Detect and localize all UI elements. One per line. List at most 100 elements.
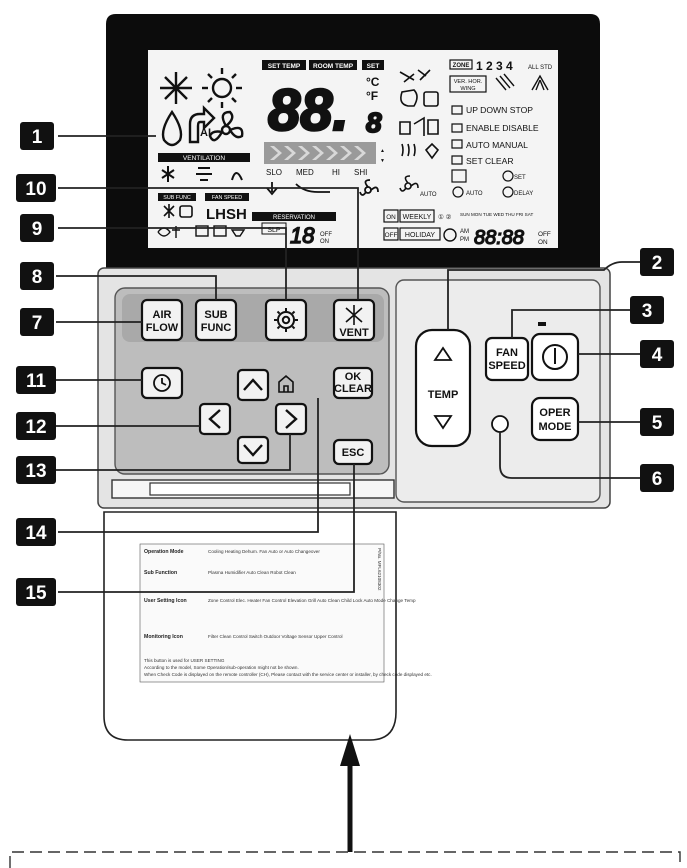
chevron-right-icon bbox=[285, 409, 298, 429]
callout-14: 14 bbox=[16, 518, 56, 546]
settings-button[interactable] bbox=[264, 298, 308, 342]
lcd-display: AI VENTILATION SET TEMP ROOM TEMP SET 88… bbox=[148, 50, 558, 250]
callout-13: 13 bbox=[16, 456, 56, 484]
air-flow-label-2: FLOW bbox=[146, 322, 179, 334]
clock-icon bbox=[443, 228, 457, 242]
pm-label: PM bbox=[460, 237, 469, 243]
temp-rocker-button[interactable] bbox=[414, 328, 472, 448]
timer-button[interactable] bbox=[140, 366, 184, 400]
callout-11: 11 bbox=[16, 366, 56, 394]
card-note-1: This button is used for USER SETTING bbox=[144, 658, 225, 663]
unit-celsius: °C bbox=[366, 75, 380, 89]
fan-speed-label-1: FAN bbox=[496, 347, 518, 359]
fan-speed-tag: FAN SPEED bbox=[212, 195, 242, 201]
tab-set: SET bbox=[367, 63, 380, 70]
up-arrow-button[interactable] bbox=[236, 368, 270, 402]
oper-mode-button[interactable]: OPER MODE bbox=[530, 396, 580, 442]
tab-set-temp: SET TEMP bbox=[268, 63, 301, 70]
sub-func-button[interactable]: SUB FUNC bbox=[194, 298, 238, 342]
dry-mode-icon bbox=[161, 109, 183, 147]
lhsh-label: LHSH bbox=[206, 206, 247, 223]
clock-off-label: OFF bbox=[538, 231, 551, 238]
callout-7: 7 bbox=[20, 308, 54, 336]
fan-speed-bar: ▲ ▼ bbox=[264, 142, 385, 164]
fan-speed-label-2: SPEED bbox=[488, 360, 525, 372]
triangle-down-icon bbox=[433, 415, 453, 430]
esc-button[interactable]: ESC bbox=[332, 438, 374, 466]
timer-mode-icons bbox=[451, 169, 514, 198]
ok-clear-button[interactable]: OK CLEAR bbox=[332, 366, 374, 400]
callout-6-num: 6 bbox=[652, 469, 663, 490]
fan-mode-icon bbox=[208, 110, 244, 142]
chevron-up-icon bbox=[243, 378, 263, 391]
callout-8-num: 8 bbox=[32, 267, 43, 288]
callout-1: 1 bbox=[20, 122, 54, 150]
zone-numbers: 1 2 3 4 bbox=[476, 59, 513, 73]
down-arrow-button[interactable] bbox=[236, 435, 270, 465]
callout-1-num: 1 bbox=[32, 127, 43, 148]
tab-room-temp: ROOM TEMP bbox=[313, 63, 354, 70]
reset-button[interactable] bbox=[491, 415, 509, 433]
sub-func-label-2: FUNC bbox=[201, 322, 232, 334]
card-row-4-items: Filter Clean Control Switch Outdoor Volt… bbox=[208, 634, 343, 639]
card-row-2-head: Sub Function bbox=[144, 570, 177, 576]
auto-manual-label: AUTO MANUAL bbox=[466, 140, 528, 150]
callout-5-num: 5 bbox=[652, 413, 663, 434]
right-arrow-button[interactable] bbox=[274, 402, 308, 436]
card-row-3-items: Zone Control Elec. Heater Fan Control El… bbox=[208, 598, 416, 603]
ai-label: AI bbox=[200, 127, 211, 139]
callout-13-num: 13 bbox=[25, 461, 46, 482]
reservation-off: OFF bbox=[320, 232, 332, 238]
right-icons bbox=[399, 69, 440, 192]
ok-label: OK bbox=[345, 371, 362, 383]
callout-8: 8 bbox=[20, 262, 54, 290]
reservation-on: ON bbox=[320, 239, 329, 245]
card-row-1-items: Cooling Heating Dehum. Fan Auto or Auto … bbox=[208, 549, 320, 554]
vent-label: VENT bbox=[339, 327, 369, 339]
left-arrow-button[interactable] bbox=[198, 402, 232, 436]
card-row-1-head: Operation Mode bbox=[144, 549, 184, 555]
chevron-down-icon bbox=[243, 444, 263, 457]
temp-down-button[interactable] bbox=[433, 415, 453, 430]
callout-12: 12 bbox=[16, 412, 56, 440]
ai-mode-icon bbox=[188, 105, 216, 144]
home-icon bbox=[278, 374, 294, 393]
auto-small-label: AUTO bbox=[466, 191, 483, 197]
fan-shi-label: SHI bbox=[354, 168, 367, 177]
ventilation-label: VENTILATION bbox=[183, 155, 225, 162]
power-button[interactable] bbox=[530, 322, 580, 382]
vent-button[interactable]: VENT bbox=[332, 298, 376, 342]
callout-2: 2 bbox=[640, 248, 674, 276]
card-note-3: When Check Code is displayed on the remo… bbox=[144, 672, 432, 677]
wing-label: WING bbox=[460, 86, 475, 92]
unit-fahrenheit: °F bbox=[366, 89, 378, 103]
cover-hinge bbox=[111, 479, 395, 499]
days-row: SUN MON TUE WED THU FRI SAT bbox=[460, 212, 533, 217]
all-std-label: ALL STD bbox=[528, 65, 553, 71]
instruction-card: Operation Mode Cooling Heating Dehum. Fa… bbox=[139, 543, 432, 683]
callout-4: 4 bbox=[640, 340, 674, 368]
holiday-label: HOLIDAY bbox=[405, 232, 436, 239]
callout-7-num: 7 bbox=[32, 313, 43, 334]
mode-icons bbox=[160, 68, 244, 147]
reservation-label: RESERVATION bbox=[273, 215, 315, 221]
enable-disable-label: ENABLE DISABLE bbox=[466, 123, 539, 133]
leader-lines bbox=[56, 135, 640, 593]
callout-10: 10 bbox=[16, 174, 56, 202]
fan-speed-button[interactable]: FAN SPEED bbox=[484, 336, 530, 382]
card-row-3-head: User Setting Icon bbox=[144, 598, 187, 604]
airflow-icons bbox=[266, 179, 379, 196]
sub-func-tag: SUB FUNC bbox=[163, 195, 191, 201]
svg-text:▼: ▼ bbox=[380, 158, 385, 164]
zone-label: ZONE bbox=[453, 63, 470, 69]
oper-mode-label-1: OPER bbox=[539, 407, 570, 419]
clock-on-label: ON bbox=[538, 239, 548, 246]
clear-label: CLEAR bbox=[334, 383, 372, 395]
card-row-2-items: Plasma Humidifier Auto Clean Robot Clean bbox=[208, 570, 296, 575]
callout-3: 3 bbox=[630, 296, 664, 324]
temp-up-button[interactable] bbox=[433, 346, 453, 361]
insertion-arrow bbox=[340, 734, 360, 852]
swing-icons bbox=[495, 73, 549, 91]
fan-slo-label: SLO bbox=[266, 168, 282, 177]
air-flow-button[interactable]: AIR FLOW bbox=[140, 298, 184, 342]
